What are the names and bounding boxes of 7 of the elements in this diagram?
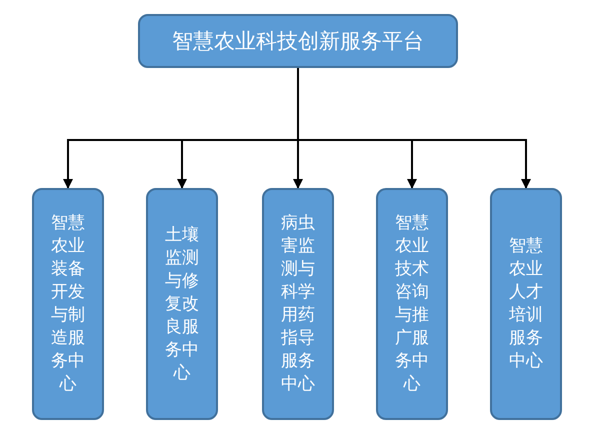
center-box: 智慧农业装备开发与制造服务中心 — [32, 188, 104, 420]
arrow — [297, 68, 531, 189]
center-box: 病虫害监测与科学用药指导服务中心 — [262, 188, 334, 420]
center-box: 土壤监测与修复改良服务中心 — [146, 188, 218, 420]
center-box: 智慧农业人才培训服务中心 — [490, 188, 562, 420]
platform-box: 智慧农业科技创新服务平台 — [138, 14, 458, 68]
center-box: 智慧农业技术咨询与推广服务中心 — [376, 188, 448, 420]
